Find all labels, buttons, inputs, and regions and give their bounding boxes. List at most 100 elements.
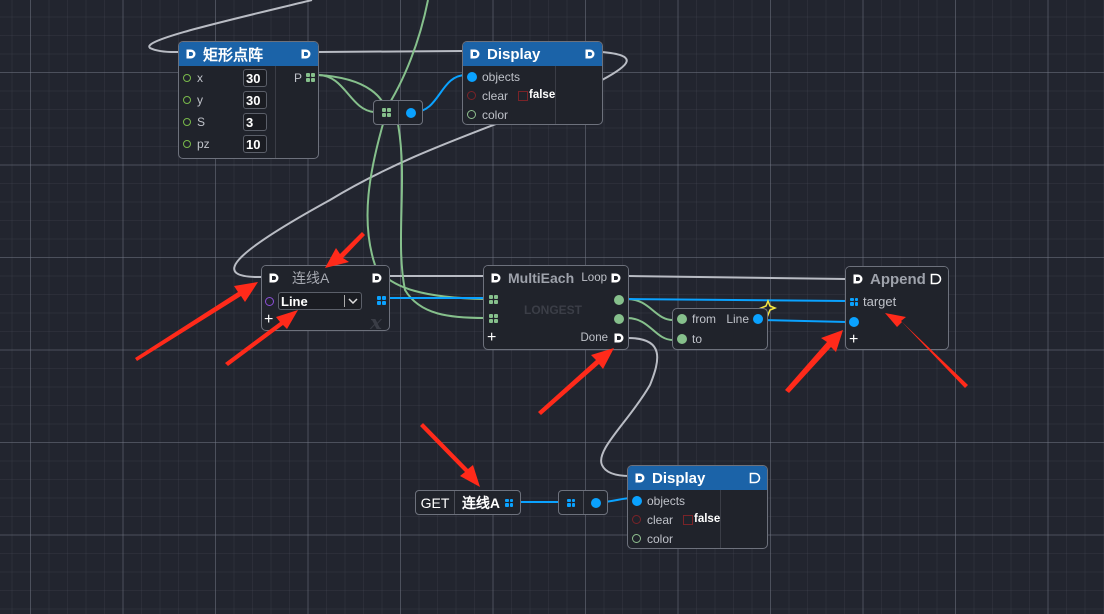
input-port-objects[interactable] (467, 71, 477, 82)
exec-in-icon[interactable] (634, 472, 646, 484)
node-title: Display (652, 469, 706, 487)
node-title: 矩形点阵 (203, 46, 264, 64)
exec-wire-loop-to-append[interactable] (627, 275, 848, 280)
append-header[interactable]: Append (846, 267, 948, 291)
input-pz-value[interactable]: 10 (243, 135, 267, 153)
input-port-item[interactable] (849, 317, 859, 327)
add-port-icon[interactable]: + (487, 329, 497, 346)
input-port-objects[interactable] (632, 495, 642, 506)
exec-in-icon[interactable] (490, 272, 502, 284)
data-wire-line-to-append[interactable] (759, 319, 848, 323)
input-port-target[interactable] (850, 297, 858, 306)
variable-fx-icon: x (370, 310, 382, 331)
exec-out-icon[interactable] (930, 273, 942, 285)
input-port-from[interactable] (677, 314, 687, 324)
input-port-clear[interactable] (467, 91, 476, 100)
data-wire-collect-to-multieach-2[interactable] (397, 123, 486, 319)
clear-value: false (529, 89, 556, 101)
multieach-node[interactable]: MultiEach Loop LONGEST + Done (483, 265, 629, 350)
type-input-port[interactable] (265, 296, 274, 306)
done-exec-out-icon[interactable] (613, 332, 625, 344)
variable-output-port[interactable] (377, 296, 386, 305)
exec-out-icon[interactable] (749, 472, 761, 484)
input-port-y[interactable] (183, 96, 191, 104)
type-select[interactable]: Line (278, 292, 362, 310)
get-output-port[interactable] (505, 498, 514, 507)
type-row: Line (262, 290, 389, 312)
input-x-value[interactable]: 30 (243, 69, 267, 87)
add-port-icon[interactable]: + (264, 311, 274, 328)
exec-wire-top-loop[interactable] (148, 0, 313, 54)
grid-points-header[interactable]: 矩形点阵 (179, 42, 318, 66)
input-port-color[interactable] (467, 110, 476, 119)
multieach-header[interactable]: MultiEach Loop (484, 266, 628, 290)
grid-points-node[interactable]: 矩形点阵 x 30 P y 30 S 3 pz 10 (178, 41, 319, 159)
input-port-color[interactable] (632, 534, 641, 543)
input-port-pz[interactable] (183, 140, 191, 148)
exec-wire-grid-to-display[interactable] (317, 50, 465, 53)
each-input-port-2[interactable] (489, 314, 498, 323)
exec-in-icon[interactable] (185, 48, 197, 60)
variable-node[interactable]: 连线A Line + x (261, 265, 390, 331)
get-variable-node[interactable]: GET 连线A (415, 490, 521, 515)
line-node[interactable]: from Line to (672, 308, 768, 350)
append-node[interactable]: Append target + (845, 266, 949, 350)
collect-output-port[interactable] (590, 497, 601, 508)
input-row-pz: pz 10 (179, 133, 318, 155)
collect-output-port[interactable] (405, 107, 416, 118)
loop-exec-out-icon[interactable] (610, 272, 622, 284)
input-row-objects: objects (628, 491, 767, 510)
input-port-to[interactable] (677, 334, 687, 344)
done-row: + Done (484, 328, 628, 348)
clear-checkbox[interactable] (518, 91, 528, 101)
collect-node-top[interactable] (373, 100, 423, 125)
data-wire-p-to-collect-a[interactable] (317, 74, 375, 113)
variable-header[interactable]: 连线A (262, 266, 389, 290)
input-row-x: x 30 P (179, 67, 318, 89)
input-row-s: S 3 (179, 111, 318, 133)
data-wire-top-green[interactable] (383, 0, 429, 113)
input-label: to (692, 332, 703, 346)
each-output-port-1[interactable] (614, 294, 624, 305)
input-s-value[interactable]: 3 (243, 113, 267, 131)
input-port-clear[interactable] (632, 515, 641, 524)
add-port-icon[interactable]: + (849, 331, 859, 348)
data-wire-collect-to-multieach-1[interactable] (366, 123, 486, 300)
exec-wire-done-to-display[interactable] (600, 337, 659, 477)
exec-in-icon[interactable] (268, 272, 280, 284)
exec-in-icon[interactable] (469, 48, 481, 60)
display-node-bottom[interactable]: Display objects clear false color (627, 465, 768, 549)
clear-checkbox[interactable] (683, 515, 693, 525)
type-select-value: Line (281, 293, 308, 309)
data-wire-each2-to-to[interactable] (626, 317, 674, 341)
collect-input-port[interactable] (567, 498, 575, 507)
exec-wire-display-to-varset[interactable] (233, 51, 628, 279)
input-label: objects (647, 493, 686, 508)
display-header[interactable]: Display (463, 42, 602, 66)
input-label: pz (197, 137, 210, 151)
input-row-clear: clear false (463, 86, 602, 105)
collect-node-bottom[interactable] (558, 490, 608, 515)
input-port-x[interactable] (183, 74, 191, 82)
data-wire-each1-to-from[interactable] (626, 298, 674, 321)
data-wire-var-to-append-target[interactable] (626, 298, 848, 302)
input-label: clear (482, 88, 509, 103)
output-port-p[interactable] (306, 73, 315, 82)
display-node-top[interactable]: Display objects clear false color (462, 41, 603, 125)
output-label: P (294, 71, 303, 85)
input-port-s[interactable] (183, 118, 191, 126)
input-label: color (647, 531, 674, 546)
each-output-port-2[interactable] (614, 313, 624, 324)
input-label: color (482, 107, 509, 122)
each-input-port-1[interactable] (489, 295, 498, 304)
loop-label: Loop (581, 272, 607, 284)
output-port-line[interactable] (753, 314, 763, 324)
input-y-value[interactable]: 30 (243, 91, 267, 109)
display-header[interactable]: Display (628, 466, 767, 490)
exec-out-icon[interactable] (584, 48, 596, 60)
exec-out-icon[interactable] (300, 48, 312, 60)
chevron-down-icon[interactable] (345, 298, 361, 304)
exec-out-icon[interactable] (371, 272, 383, 284)
collect-input-port[interactable] (381, 108, 391, 117)
exec-in-icon[interactable] (852, 273, 864, 285)
